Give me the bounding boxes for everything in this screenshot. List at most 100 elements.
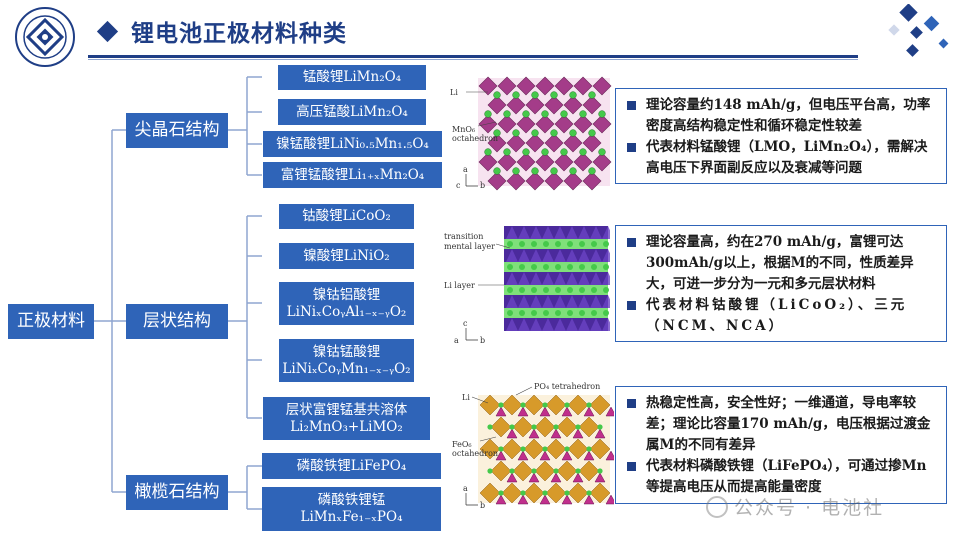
li-atom bbox=[520, 402, 526, 408]
li-atom bbox=[519, 287, 525, 293]
page-title: 锂电池正极材料种类 bbox=[131, 21, 347, 47]
tm-octahedron bbox=[530, 318, 542, 331]
mno6-octahedron bbox=[506, 171, 526, 191]
li-atom bbox=[579, 241, 585, 247]
mno6-octahedron bbox=[497, 152, 517, 172]
mno6-octahedron bbox=[516, 152, 536, 172]
po4-tetrahedron bbox=[583, 406, 595, 417]
material-formula: LiNiₓCoᵧAl₁₋ₓ₋ᵧO₂ bbox=[286, 303, 407, 320]
feo6-octahedron bbox=[523, 394, 545, 416]
li-atom bbox=[579, 110, 587, 118]
mno6-octahedron bbox=[506, 95, 526, 115]
li-atom bbox=[531, 167, 539, 175]
tm-octahedron bbox=[566, 272, 578, 285]
li-atom bbox=[553, 468, 559, 474]
po4-tetrahedron bbox=[583, 494, 595, 505]
po4-tetrahedron bbox=[528, 472, 540, 483]
material-box: 镍酸锂 LiNiO₂ bbox=[279, 243, 414, 269]
tm-octahedron bbox=[566, 249, 578, 262]
tm-octahedron bbox=[578, 226, 590, 239]
mno6-octahedra bbox=[478, 76, 612, 191]
mno6-octahedron bbox=[535, 114, 555, 134]
po4-tetrahedron bbox=[495, 450, 507, 461]
li-atom bbox=[555, 287, 561, 293]
feo6-octahedron bbox=[501, 438, 523, 460]
material-box: 高压锰酸 LiMn₂O₄ bbox=[278, 99, 426, 125]
tm-octahedron bbox=[602, 226, 610, 239]
li-atom bbox=[543, 310, 549, 316]
li-atom bbox=[520, 446, 526, 452]
tm-octahedron bbox=[554, 272, 566, 285]
li-atom bbox=[586, 490, 592, 496]
li-atom bbox=[542, 446, 548, 452]
material-name: 磷酸铁锂锰 bbox=[317, 492, 386, 509]
li-layer-label: Li layer bbox=[444, 281, 475, 290]
feo6-octahedron bbox=[556, 460, 578, 482]
feo6-octahedron bbox=[523, 438, 545, 460]
material-formula: LiMn₂O₄ bbox=[343, 69, 402, 86]
po4-tetrahedron bbox=[550, 428, 562, 439]
tm-octahedron bbox=[554, 295, 566, 308]
li-atom bbox=[560, 148, 568, 156]
mno6-octahedron bbox=[516, 76, 536, 96]
feo6-octahedron bbox=[545, 482, 567, 504]
material-name: 镍钴锰酸锂 bbox=[312, 343, 381, 360]
li-atom bbox=[531, 310, 537, 316]
tm-octahedron bbox=[506, 272, 518, 285]
li-atom bbox=[579, 148, 587, 156]
axis-a-label: a bbox=[463, 484, 468, 493]
po4-tetrahedron bbox=[539, 494, 551, 505]
mno6-octahedron bbox=[592, 76, 612, 96]
tm-octahedron bbox=[602, 272, 610, 285]
li-atom bbox=[507, 241, 513, 247]
li-atom bbox=[519, 241, 525, 247]
tm-octahedron bbox=[530, 226, 542, 239]
po4-tetrahedron bbox=[605, 406, 614, 417]
li-atom bbox=[550, 167, 558, 175]
tm-octahedron bbox=[578, 249, 590, 262]
material-name: 镍锰酸锂 bbox=[276, 135, 331, 152]
tm-octahedron bbox=[530, 272, 542, 285]
li-atom bbox=[519, 264, 525, 270]
li-atom bbox=[498, 402, 504, 408]
mno6-octahedron bbox=[563, 95, 583, 115]
material-name: 钴酸锂 bbox=[302, 208, 343, 225]
li-atom bbox=[555, 241, 561, 247]
li-atom bbox=[569, 167, 577, 175]
material-box: 钴酸锂 LiCoO₂ bbox=[279, 204, 414, 229]
material-name: 富锂锰酸锂 bbox=[280, 166, 349, 183]
li-atom bbox=[603, 241, 609, 247]
feo6-po4-polyhedra bbox=[479, 394, 614, 505]
po4-tetrahedron bbox=[495, 406, 507, 417]
li-atom bbox=[512, 91, 520, 99]
po4-tetrahedron bbox=[550, 472, 562, 483]
watermark-text: 公众号 · 电池社 bbox=[734, 497, 885, 519]
po4-tetrahedron bbox=[517, 450, 529, 461]
feo6-octahedron bbox=[589, 438, 611, 460]
axis-c-label: c bbox=[463, 319, 468, 328]
li-label: Li bbox=[450, 88, 458, 97]
li-atom bbox=[503, 148, 511, 156]
mno6-octahedron bbox=[582, 95, 602, 115]
tm-octahedron bbox=[578, 272, 590, 285]
info-box-layered: 理论容量高，约在270 mAh/g，富锂可达300mAh/g以上，根据M的不同，… bbox=[615, 225, 947, 342]
feo6-octahedron bbox=[556, 416, 578, 438]
tm-octahedron bbox=[506, 295, 518, 308]
axis-a-label: a bbox=[454, 336, 459, 344]
info-bullet: 理论容量约148 mAh/g，但电压平台高，功率密度高结构稳定性和循环稳定性较差 bbox=[624, 95, 936, 137]
mno6-octahedron bbox=[573, 114, 593, 134]
li-atom bbox=[597, 424, 603, 430]
li-atom bbox=[531, 241, 537, 247]
mno6-octahedron bbox=[544, 133, 564, 153]
li-atom bbox=[586, 446, 592, 452]
li-atom bbox=[567, 287, 573, 293]
li-atom bbox=[503, 110, 511, 118]
axis-c-label: c bbox=[456, 181, 461, 190]
feo6-octahedron bbox=[479, 394, 501, 416]
po4-tetrahedron bbox=[594, 472, 606, 483]
mno6-octahedron bbox=[554, 114, 574, 134]
po4-tetrahedron bbox=[517, 494, 529, 505]
layer-slabs bbox=[504, 226, 610, 331]
li-atom bbox=[493, 129, 501, 137]
tm-octahedron bbox=[518, 272, 530, 285]
